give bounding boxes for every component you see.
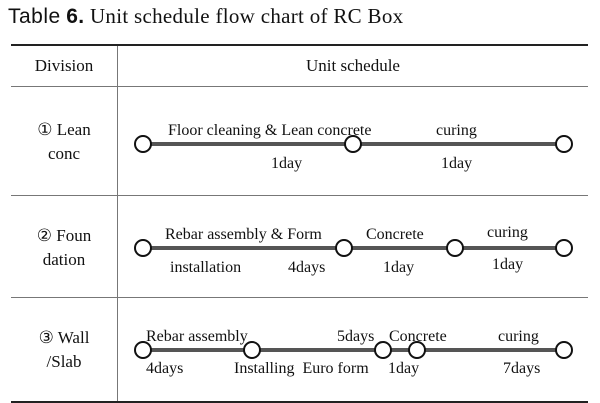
activity-label: Rebar assembly & Form [165,226,322,243]
header-unit-schedule: Unit schedule [306,56,400,75]
duration-label: 1day [492,256,523,273]
row-divider-1 [11,195,588,196]
duration-label: 1day [388,360,419,377]
schedule-flow-lean-conc: Floor cleaning & Lean concrete curing 1d… [134,122,573,172]
duration-label: 5days [337,328,374,345]
flow-node [408,341,426,359]
flow-node [374,341,392,359]
flow-node [446,239,464,257]
caption-text: Unit schedule flow chart of RC Box [89,4,404,28]
division-line-2: conc [47,144,81,163]
division-line-1: ② Foun [36,226,92,245]
activity-label: Rebar assembly [146,328,248,345]
division-line-1: ③ Wall [38,328,90,347]
activity-label: Concrete [389,328,447,345]
header-divider [11,86,588,87]
flow-node [555,135,573,153]
table-top-border [11,44,588,46]
activity-label: curing [487,224,528,241]
duration-label: 1day [441,155,472,172]
table-caption: Table 6. Unit schedule flow chart of RC … [8,4,403,32]
activity-label: curing [436,122,477,139]
row-divider-2 [11,297,588,298]
activity-label: curing [498,328,539,345]
division-line-2: /Slab [46,352,82,371]
activity-label: installation [170,259,241,276]
duration-label: 1day [271,155,302,172]
caption-label: Table [8,5,61,28]
flow-node [555,239,573,257]
flow-node [134,135,152,153]
duration-label: 1day [383,259,414,276]
caption-number: 6. [66,5,85,28]
flow-node [344,135,362,153]
schedule-flow-wall-slab: Rebar assembly 4days Installing Euro for… [134,328,573,377]
header-division: Division [34,56,94,75]
flow-node [134,341,152,359]
duration-label: 4days [146,360,183,377]
activity-label: Installing Euro form [234,360,369,377]
flow-node [134,239,152,257]
table-bottom-border [11,401,588,403]
activity-label: Floor cleaning & Lean concrete [168,122,371,139]
column-divider [117,46,118,401]
duration-label: 4days [288,259,325,276]
activity-label: Concrete [366,226,424,243]
schedule-flow-foundation: Rebar assembly & Form installation 4days… [134,224,573,276]
flow-node [243,341,261,359]
division-line-2: dation [42,250,86,269]
division-line-1: ① Lean [37,120,91,139]
flow-node [555,341,573,359]
duration-label: 7days [503,360,540,377]
division-foundation: ② Foun dation [11,224,117,272]
division-wall-slab: ③ Wall /Slab [11,326,117,374]
division-lean-conc: ① Lean conc [11,118,117,166]
flow-node [335,239,353,257]
